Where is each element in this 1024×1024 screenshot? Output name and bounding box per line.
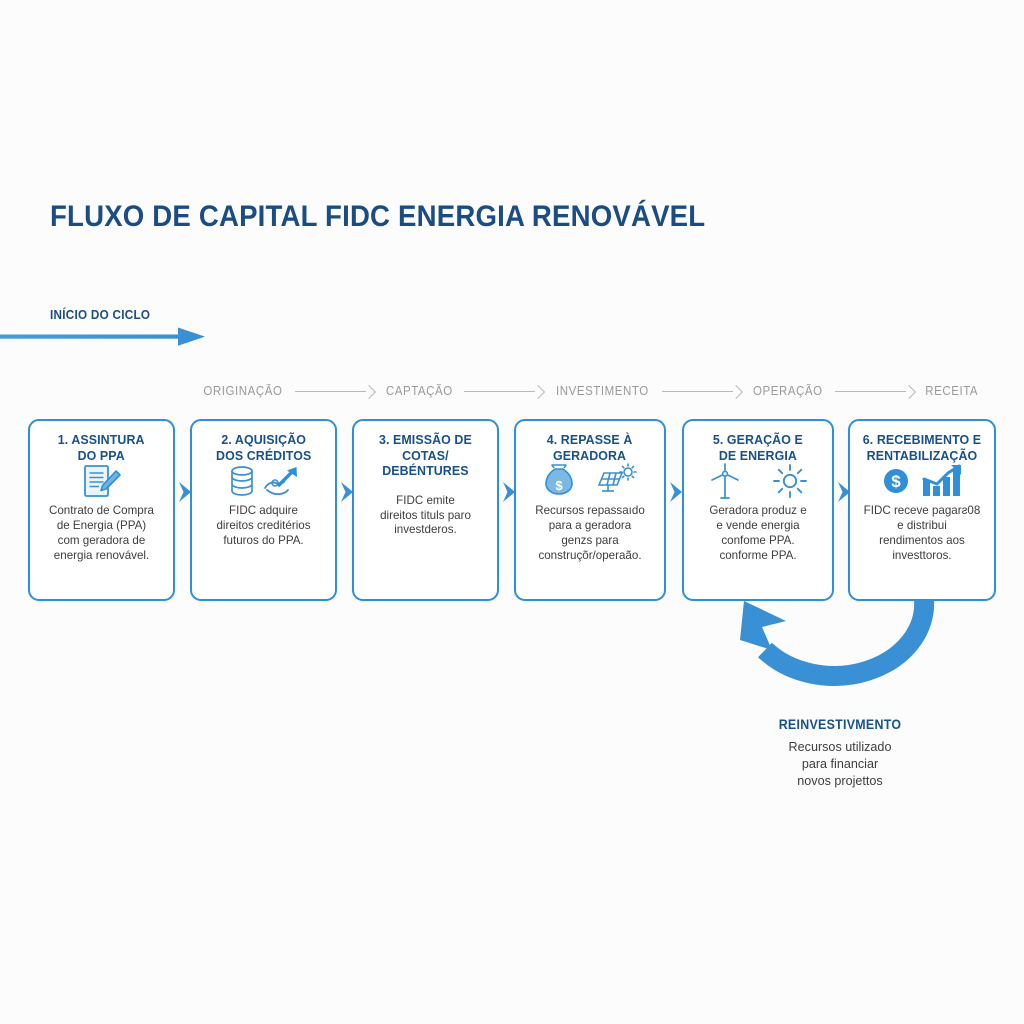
document-pencil-icon: [82, 462, 122, 505]
wind-turbine-icon: [708, 462, 742, 505]
cycle-start-label: INÍCIO DO CICLO: [50, 307, 151, 322]
step-card-4-body: Recursos repassaıdo para a geradora genz…: [535, 504, 645, 562]
step-card-4-icons: $: [543, 462, 637, 504]
step-card-4[interactable]: 4. REPASSE À GERADORA $: [514, 419, 666, 601]
page-title: FLUXO DE CAPITAL FIDC ENERGIA RENOVÁVEL: [50, 200, 706, 233]
curved-loop-arrow-icon: [718, 594, 944, 706]
step-connector-icon-5: [836, 481, 852, 503]
step-card-3[interactable]: 3. EMISSÃO DE COTAS/ DEBÉNTURES FIDC emi…: [352, 419, 499, 601]
phase-arrow-icon: [662, 385, 741, 397]
steps-row: 1. ASSINTURA DO PPA Contrato de Compra d…: [28, 419, 996, 601]
step-card-2-title: 2. AQUISIÇÃO DOS CRÉDITOS: [215, 432, 312, 463]
step-card-5[interactable]: 5. GERAÇÃO E DE ENERGIA: [682, 419, 834, 601]
sun-icon: [772, 463, 808, 504]
phase-label-receita: RECEITA: [924, 384, 978, 398]
phase-label-investimento: INVESTIMENTO: [556, 384, 650, 398]
step-card-5-icons: [708, 462, 808, 505]
step-connector-icon-1: [177, 481, 193, 503]
phase-label-operacao: OPERAÇÃO: [752, 384, 823, 398]
step-card-4-title: 4. REPASSE À GERADORA: [547, 432, 633, 463]
step-card-2[interactable]: 2. AQUISIÇÃO DOS CRÉDITOS: [190, 419, 337, 601]
phase-label-originacao: ORIGINAÇÃO: [203, 384, 283, 398]
step-card-1[interactable]: 1. ASSINTURA DO PPA Contrato de Compra d…: [28, 419, 175, 601]
phase-label-captacao: CAPTAÇÃO: [385, 384, 453, 398]
dollar-circle-icon: $: [881, 465, 911, 502]
step-connector-icon-3: [501, 481, 517, 503]
step-card-6-body: FIDC receve pagarƨ08 e distribui rendime…: [863, 504, 981, 562]
phase-arrow-icon: [834, 385, 914, 397]
step-card-3-body: FIDC emite direitos tituls paro investde…: [380, 493, 471, 537]
right-arrow-icon: [0, 320, 212, 356]
step-card-6-title: 6. RECEBIMENTO E RENTABILIZAÇÃO: [862, 432, 982, 463]
step-card-1-body: Contrato de Compra de Energia (PPA) com …: [48, 504, 155, 562]
phase-arrow-icon: [294, 385, 374, 397]
step-connector-icon-4: [668, 481, 684, 503]
hand-growth-arrow-icon: [263, 464, 299, 503]
step-card-6-icons: $: [881, 463, 963, 503]
svg-text:$: $: [555, 478, 563, 493]
phase-arrow-icon: [464, 385, 543, 397]
svg-text:$: $: [891, 472, 901, 491]
step-card-1-title: 1. ASSINTURA DO PPA: [58, 432, 145, 463]
step-card-5-body: Geradora produz e e vende energia confom…: [709, 504, 807, 562]
step-connector-icon-2: [339, 481, 355, 503]
bar-chart-growth-icon: [921, 464, 963, 503]
solar-panel-icon: [595, 462, 637, 504]
money-bag-icon: $: [543, 463, 575, 504]
step-card-1-icons: [82, 463, 122, 503]
step-card-6[interactable]: 6. RECEBIMENTO E RENTABILIZAÇÃO $: [848, 419, 996, 601]
step-card-5-title: 5. GERAÇÃO E DE ENERGIA: [712, 432, 803, 463]
step-card-2-icons: [229, 463, 299, 503]
step-card-3-title: 3. EMISSÃO DE COTAS/ DEBÉNTURES: [379, 432, 472, 479]
reinvestment-title: REINVESTIVMENTO: [778, 717, 902, 732]
step-card-2-body: FIDC adquire direitos creditérios futuro…: [216, 504, 311, 547]
phase-strip: ORIGINAÇÃO CAPTAÇÃO INVESTIMENTO OPERAÇÃ…: [200, 378, 980, 404]
reinvestment-body: Recursos utilizado para financiar novos …: [788, 740, 892, 788]
coin-stack-icon: [229, 464, 255, 503]
